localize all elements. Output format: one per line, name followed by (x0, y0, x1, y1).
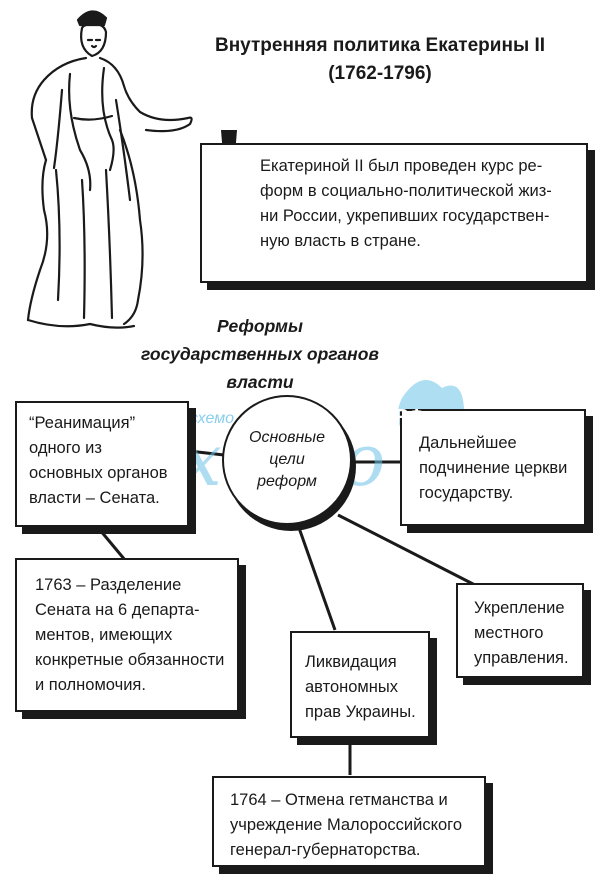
box-line: Укрепление (474, 599, 565, 617)
box-line: одного из (29, 439, 102, 457)
note-line: форм в социально-политической жиз- (260, 182, 552, 200)
line-to-ukraine (296, 524, 337, 631)
box-local-government: Укрепление местного управления. (456, 583, 584, 678)
diagram-heading: Реформы государственных органов власти (110, 312, 410, 396)
watermark-rf: РФ (395, 406, 426, 428)
box-line: и полномочия. (35, 676, 146, 694)
center-line-2: цели (269, 451, 305, 468)
box-senate-departments: 1763 – Разделение Сената на 6 департа- м… (15, 558, 239, 712)
box-senate-revival: “Реанимация” одного из основных органов … (15, 401, 189, 527)
box-line: прав Украины. (305, 703, 416, 721)
box-line: Сената на 6 департа- (35, 601, 200, 619)
box-line: 1764 – Отмена гетманства и (230, 791, 448, 809)
box-line: ментов, имеющих (35, 626, 173, 644)
center-goals-circle: Основные цели реформ (222, 395, 352, 525)
title-line-1: Внутренняя политика Екатерины II (214, 35, 546, 56)
box-line: 1763 – Разделение (35, 576, 182, 594)
box-ukraine-autonomy: Ликвидация автономных прав Украины. (290, 631, 430, 738)
heading-line-2: государственных органов власти (141, 344, 379, 392)
box-line: государству. (419, 484, 514, 502)
box-line: подчинение церкви (419, 459, 568, 477)
center-line-3: реформ (257, 473, 317, 490)
box-line: автономных (305, 678, 398, 696)
box-line: “Реанимация” (29, 414, 136, 432)
line-to-departments (98, 529, 127, 561)
catherine-figure-illustration (26, 10, 193, 329)
note-line: ную власть в стране. (260, 232, 421, 250)
box-line: местного (474, 624, 544, 642)
line-to-local (337, 513, 476, 587)
box-line: Ликвидация (305, 653, 397, 671)
box-church-subordination: Дальнейшее подчинение церкви государству… (400, 409, 586, 526)
heading-line-1: Реформы (217, 316, 303, 336)
box-line: управления. (474, 649, 569, 667)
title-years: (1762-1796) (328, 63, 432, 84)
box-hetmanate-abolition: 1764 – Отмена гетманства и учреждение Ма… (212, 776, 486, 867)
box-line: генерал-губернаторства. (230, 841, 421, 859)
note-box: Екатериной II был проведен курс ре- форм… (200, 143, 588, 283)
box-line: конкретные обязанности (35, 651, 225, 669)
note-line: ни России, укрепивших государствен- (260, 207, 550, 225)
box-line: власти – Сената. (29, 489, 160, 507)
page-title: Внутренняя политика Екатерины II (1762-1… (170, 32, 590, 88)
note-line: Екатериной II был проведен курс ре- (260, 157, 543, 175)
box-line: Дальнейшее (419, 434, 517, 452)
box-line: основных органов (29, 464, 168, 482)
center-line-1: Основные (249, 429, 325, 446)
box-line: учреждение Малороссийского (230, 816, 462, 834)
